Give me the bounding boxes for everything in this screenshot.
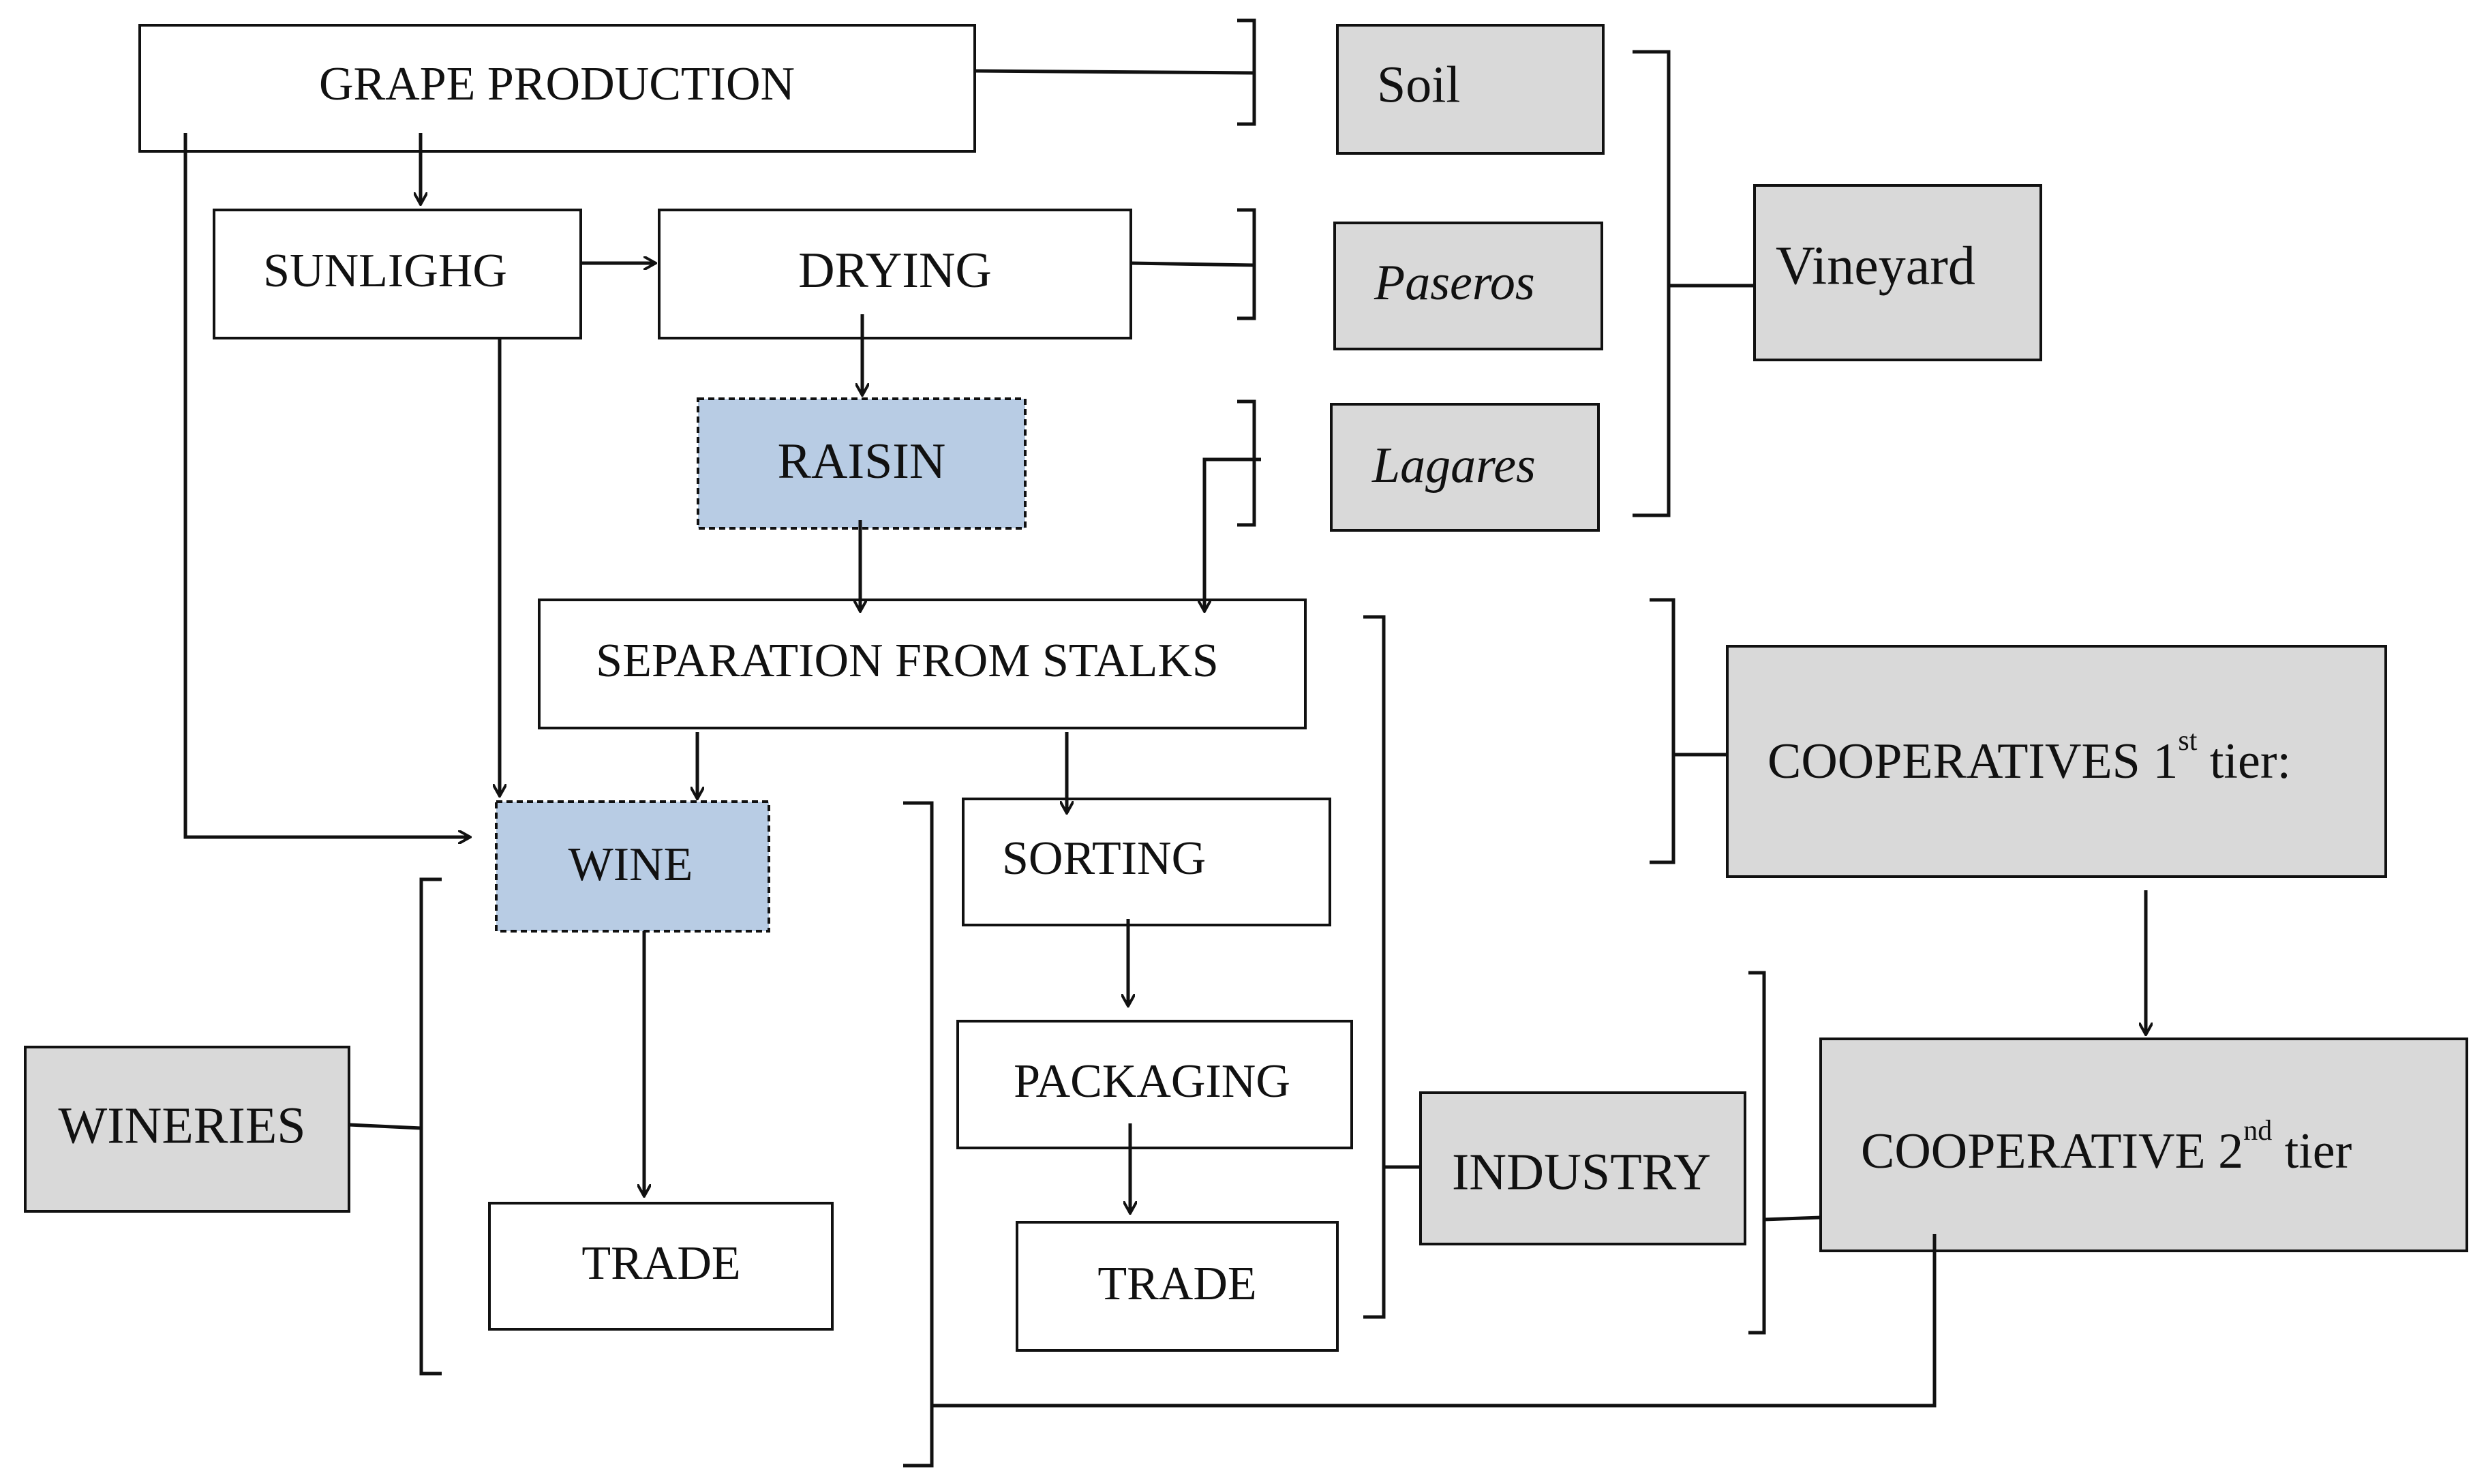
box-trade-wine: TRADE [488,1202,834,1331]
cooperatives-1-sup: st [2178,725,2197,757]
box-wineries: WINERIES [24,1046,350,1213]
box-soil: Soil [1336,24,1605,155]
sunlighg-label: SUNLIGHG [263,245,507,297]
cooperative-2-main: COOPERATIVE 2 [1861,1123,2243,1179]
box-sunlighg: SUNLIGHG [213,209,582,339]
arrows [183,133,2146,1213]
bracket-grape-production [1237,18,1256,126]
box-wine: WINE [495,800,770,933]
wine-label: WINE [568,838,693,891]
box-grape-production: GRAPE PRODUCTION [138,24,976,153]
drying-label: DRYING [798,243,992,299]
cooperatives-1st-tier-label: COOPERATIVES 1st tier: [1767,725,2291,789]
box-paseros: Paseros [1333,222,1603,350]
connector-cooperative-2 [1763,1215,1821,1222]
vineyard-label: Vineyard [1776,236,1975,296]
separation-label: SEPARATION FROM STALKS [596,635,1219,687]
bracket-cooperatives-1 [1650,598,1675,864]
box-industry: INDUSTRY [1419,1091,1746,1245]
grape-production-label: GRAPE PRODUCTION [319,58,795,110]
bracket-wineries [419,877,442,1376]
cooperative-2-sup: nd [2243,1115,2272,1147]
connector-coop2-to-processing [932,1234,1937,1408]
bracket-drying [1237,208,1256,320]
packaging-label: PACKAGING [1014,1055,1290,1108]
connector-drying-to-bracket [1130,261,1255,267]
cooperative-2-tail: tier [2272,1123,2352,1179]
lagares-label: Lagares [1371,438,1536,494]
cooperatives-1-main: COOPERATIVES 1 [1767,733,2178,789]
connector-wineries [348,1123,422,1130]
paseros-label: Paseros [1374,255,1535,311]
box-drying: DRYING [658,209,1132,339]
brackets [348,18,1937,1468]
box-vineyard: Vineyard [1753,184,2042,361]
bracket-vineyard [1633,50,1671,517]
raisin-label: RAISIN [778,434,946,489]
box-lagares: Lagares [1330,403,1600,532]
box-cooperatives-1st-tier: COOPERATIVES 1st tier: [1726,645,2387,878]
box-separation-from-stalks: SEPARATION FROM STALKS [538,599,1307,729]
bracket-cooperative-2 [1748,971,1766,1335]
bracket-raisin-processing [903,801,934,1468]
wineries-label: WINERIES [58,1097,305,1154]
sorting-label: SORTING [1002,832,1206,885]
box-raisin: RAISIN [697,397,1027,530]
soil-label: Soil [1377,56,1461,113]
cooperative-2nd-tier-label: COOPERATIVE 2nd tier [1861,1115,2352,1179]
box-trade-raisin: TRADE [1016,1221,1339,1352]
bracket-industry [1363,615,1386,1319]
connector-grape-to-bracket [974,69,1255,75]
box-sorting: SORTING [962,798,1331,926]
bracket-lagares [1237,399,1256,527]
box-cooperative-2nd-tier: COOPERATIVE 2nd tier [1819,1038,2468,1252]
arrow-grape-to-wine [183,133,470,837]
trade-wine-label: TRADE [581,1237,740,1290]
trade-raisin-label: TRADE [1097,1258,1256,1310]
cooperatives-1-tail: tier: [2197,733,2291,789]
arrow-lagares-to-separation [1204,457,1261,611]
industry-label: INDUSTRY [1452,1143,1711,1200]
box-packaging: PACKAGING [956,1020,1353,1149]
